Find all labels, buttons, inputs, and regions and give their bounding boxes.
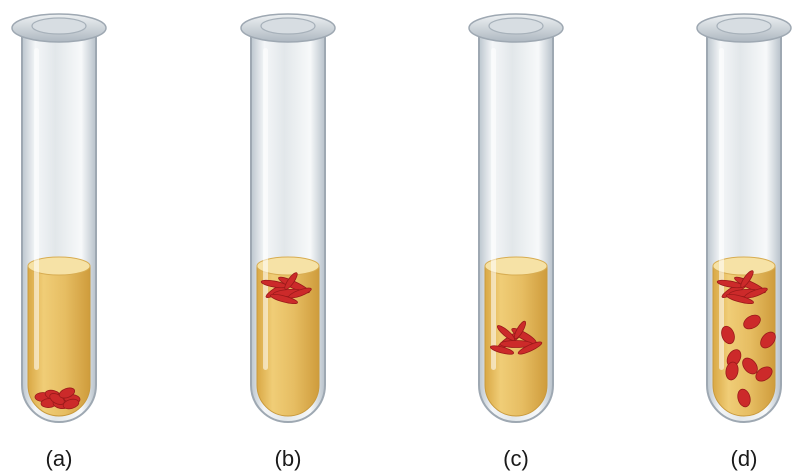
bacteria-cell (737, 388, 751, 408)
tube-label-c: (c) (503, 446, 529, 471)
glass-highlight (491, 48, 496, 370)
bacteria-cell (284, 272, 298, 290)
bacteria-cell (270, 293, 298, 305)
tube-opening (260, 17, 316, 35)
bacteria-cell (740, 270, 754, 288)
bacteria-growth-surface (260, 272, 312, 305)
tube-label-b: (b) (274, 446, 302, 471)
bacteria-cell (760, 331, 776, 349)
bacteria-growth-bottom (34, 387, 81, 410)
broth-surface (256, 256, 320, 276)
broth (256, 265, 320, 417)
bacteria-growth-below-surface (489, 320, 543, 355)
test-tube-a (11, 13, 107, 423)
test-tube-c (468, 13, 564, 423)
broth-surface (27, 256, 91, 276)
tube-opening (716, 17, 772, 35)
glass-highlight (719, 48, 724, 370)
bacteria-cell (726, 293, 754, 305)
test-tube-b (240, 13, 336, 423)
bacteria-cell (721, 325, 735, 345)
bacteria-cell (742, 357, 758, 375)
broth-surface (712, 256, 776, 276)
broth (27, 265, 91, 417)
tube-label-d: (d) (730, 446, 758, 471)
tube-opening (31, 17, 87, 35)
bacteria-cell (58, 387, 76, 399)
bacteria-cell (755, 366, 773, 382)
bacteria-cell (725, 361, 739, 381)
tube-opening (488, 17, 544, 35)
bacteria-cell (496, 325, 516, 341)
bacteria-cell (517, 341, 543, 355)
glass-highlight (34, 48, 39, 370)
test-tube-d (696, 13, 792, 423)
bacteria-cell (62, 398, 80, 410)
bacteria-growth-surface-and-throughout (716, 270, 776, 408)
bacteria-cell (743, 314, 761, 330)
broth-surface (484, 256, 548, 276)
glass-highlight (263, 48, 268, 370)
bacteria-cell (489, 345, 515, 355)
tube-label-a: (a) (45, 446, 73, 471)
